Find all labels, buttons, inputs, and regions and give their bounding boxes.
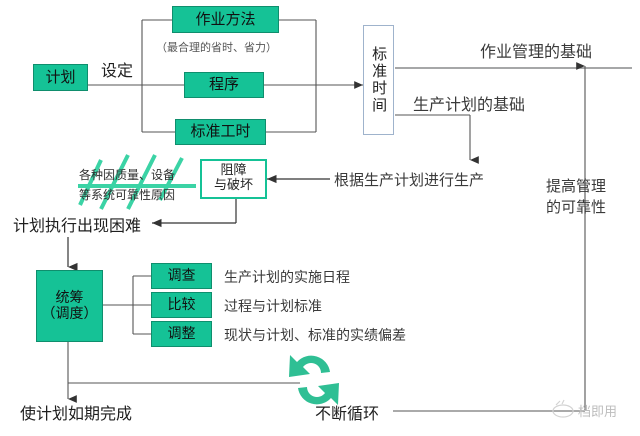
label-fishbone-line1: 各种因质量、设备 — [79, 168, 176, 182]
label-set: 设定 — [101, 61, 134, 80]
label-ops-management-basis: 作业管理的基础 — [480, 42, 593, 61]
node-plan[interactable]: 计划 — [33, 64, 88, 91]
watermark-logo — [552, 399, 574, 418]
label-produce-by-plan: 根据生产计划进行生产 — [334, 171, 485, 189]
node-coordination[interactable]: 统筹 （调度） — [36, 270, 103, 342]
label-production-plan-basis: 生产计划的基础 — [413, 95, 526, 114]
label-fishbone-line2: 等系统可靠性原因 — [79, 188, 176, 202]
label-action-survey-desc: 生产计划的实施日程 — [224, 270, 350, 286]
watermark-text: 档即用 — [578, 405, 618, 420]
node-obstruct-damage[interactable]: 阻障 与破坏 — [200, 159, 267, 199]
node-standard-hours[interactable]: 标准工时 — [175, 119, 266, 145]
node-action-survey[interactable]: 调查 — [151, 263, 212, 289]
label-improve-reliability-line1: 提高管理 — [546, 177, 607, 195]
cycle-icon — [289, 355, 339, 405]
coordination-line2: （调度） — [41, 306, 98, 322]
label-plan-difficulty: 计划执行出现困难 — [13, 216, 142, 235]
obstruct-line2: 与破坏 — [213, 178, 253, 193]
node-action-compare[interactable]: 比较 — [151, 292, 212, 318]
node-work-method[interactable]: 作业方法 — [172, 6, 279, 33]
label-work-method-note: （最合理的省时、省力） — [156, 41, 277, 54]
node-standard-time[interactable]: 标准时间 — [363, 25, 394, 135]
label-action-adjust-desc: 现状与计划、标准的实绩偏差 — [224, 328, 406, 344]
obstruct-line1: 阻障 — [220, 163, 247, 179]
label-continuous-cycle: 不断循环 — [315, 404, 380, 423]
label-complete-on-time: 使计划如期完成 — [20, 404, 133, 423]
label-improve-reliability-line2: 的可靠性 — [546, 198, 607, 216]
node-procedure[interactable]: 程序 — [184, 72, 264, 98]
node-action-adjust[interactable]: 调整 — [151, 321, 212, 347]
coordination-line1: 统筹 — [55, 289, 84, 306]
label-action-compare-desc: 过程与计划标准 — [224, 299, 322, 315]
